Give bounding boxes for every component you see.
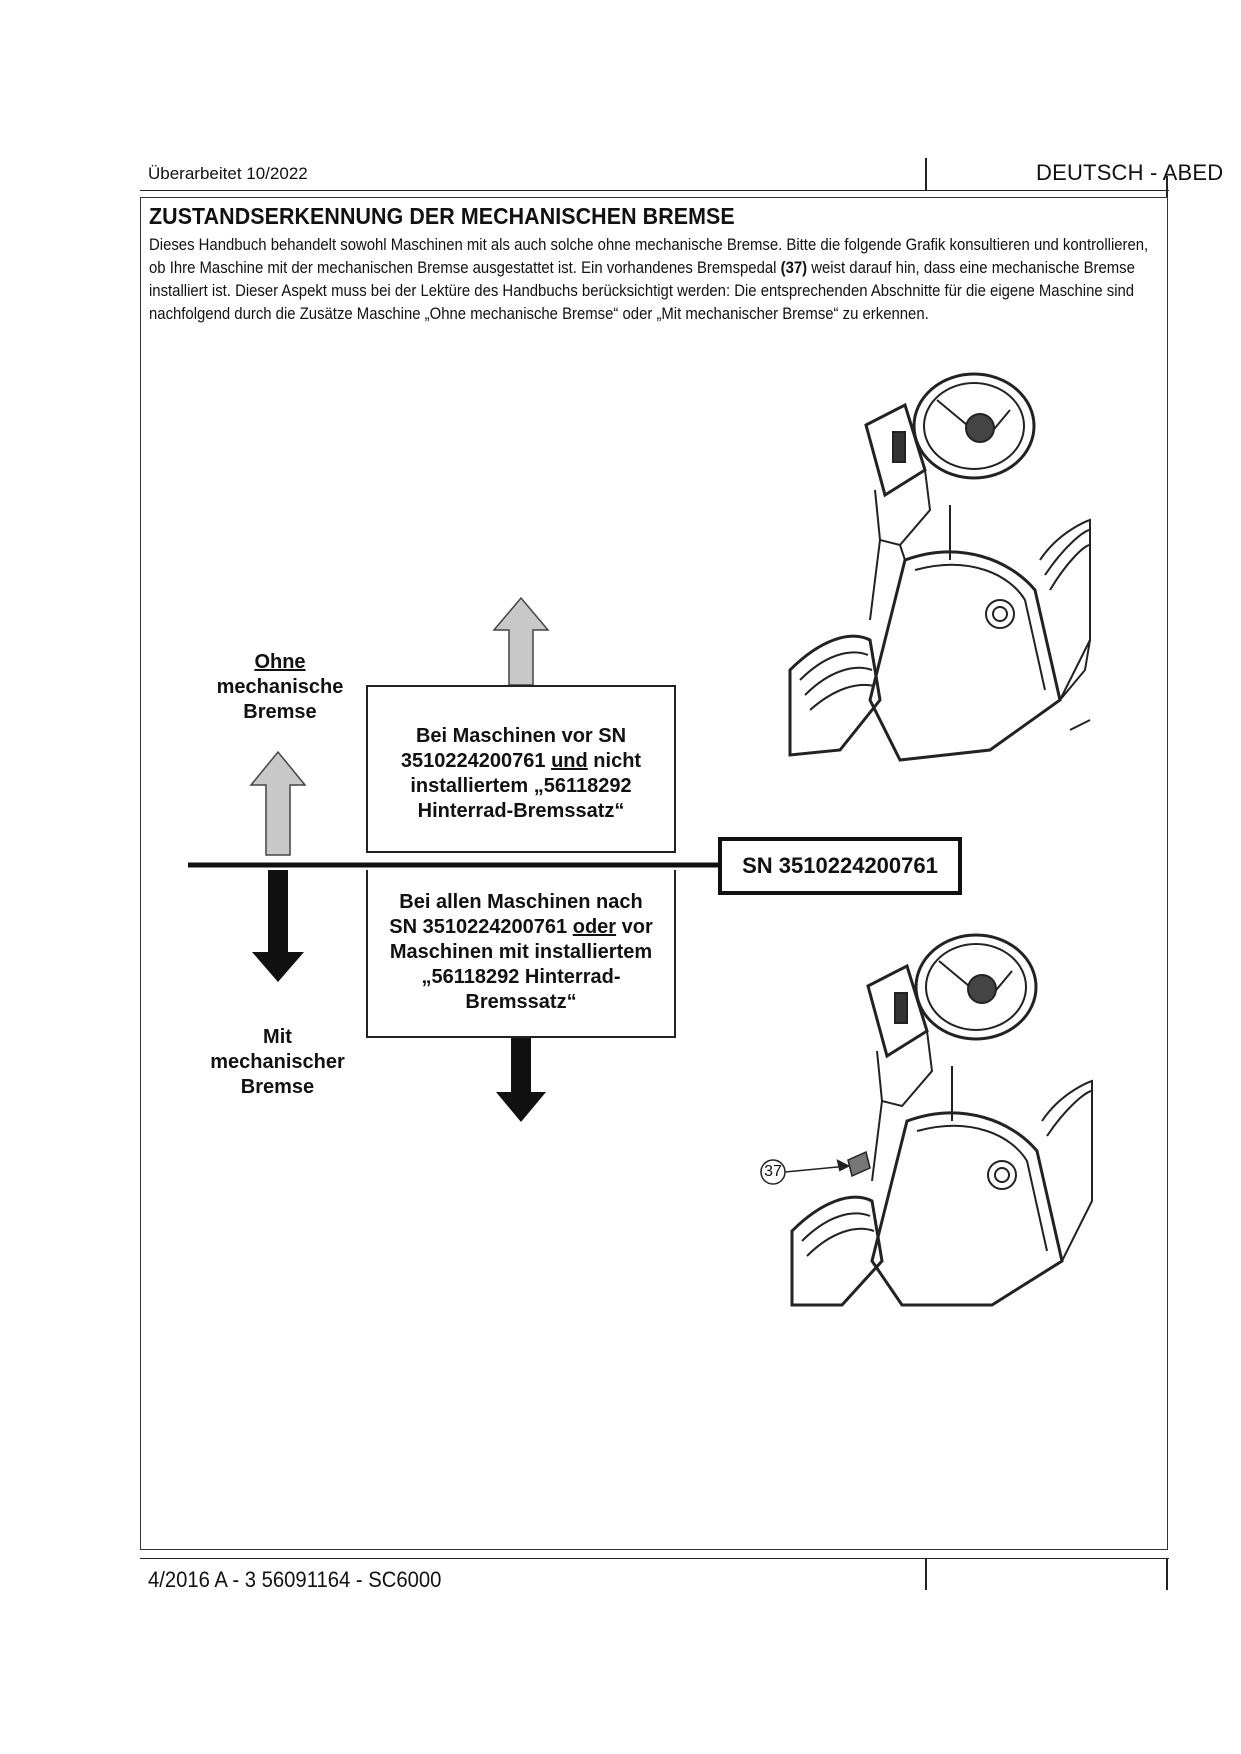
label-without-line1: Ohne (254, 651, 306, 673)
box-after-line2: SN 3510224200761 oder vor (389, 916, 653, 938)
language-code: DEUTSCH - ABED (1036, 160, 1224, 185)
header-rule (140, 190, 1169, 191)
intro-paragraph: Dieses Handbuch behandelt sowohl Maschin… (149, 234, 1161, 326)
up-arrow-left-icon (249, 750, 307, 856)
content-frame (140, 197, 1168, 1550)
label-with-line1: Mit (263, 1026, 292, 1048)
label-with-brake: Mit mechanischer Bremse (200, 1025, 355, 1100)
box-before-line2: 3510224200761 und nicht (400, 750, 642, 772)
header-divider (925, 158, 927, 190)
footer-rule (140, 1558, 1169, 1559)
box-after-serial: Bei allen Maschinen nach SN 351022420076… (366, 870, 676, 1038)
label-with-line3: Bremse (240, 1076, 315, 1098)
intro-text-2: weist darauf hin, dass eine mechanische … (149, 259, 1135, 323)
machine-drawing-with-pedal (760, 933, 1093, 1307)
label-without-line3: Bremse (243, 701, 317, 723)
box-before-serial: Bei Maschinen vor SN 3510224200761 und n… (366, 685, 676, 853)
box-before-line1: Bei Maschinen vor SN (415, 725, 627, 747)
intro-ref: (37) (780, 259, 808, 277)
footer-divider (925, 1558, 927, 1590)
footer-divider-right (1166, 1558, 1168, 1590)
pedal-callout-circle (760, 1159, 786, 1185)
down-arrow-center-icon (496, 1038, 546, 1122)
box-after-line3: Maschinen mit installiertem (389, 941, 653, 963)
document-reference: 4/2016 A - 3 56091164 - SC6000 (148, 1567, 442, 1592)
label-without-brake: Ohne mechanische Bremse (210, 650, 350, 725)
box-after-line4: „56118292 Hinterrad- (421, 966, 621, 988)
serial-number: SN 3510224200761 (742, 853, 938, 878)
revision-date: Überarbeitet 10/2022 (148, 164, 308, 183)
up-arrow-center-icon (492, 596, 550, 686)
label-without-line2: mechanische (216, 676, 344, 698)
pedal-callout-number: 37 (764, 1163, 782, 1180)
box-after-line5: Bremssatz“ (465, 991, 577, 1013)
serial-number-box: SN 3510224200761 (718, 837, 962, 895)
label-with-line2: mechanischer (210, 1051, 345, 1073)
brake-pedal-icon (847, 1150, 871, 1178)
intro-text-1: Dieses Handbuch behandelt sowohl Maschin… (149, 236, 1149, 277)
box-before-line4: Hinterrad-Bremssatz“ (417, 800, 625, 822)
header-divider-right (1166, 176, 1168, 198)
box-after-line1: Bei allen Maschinen nach (399, 891, 643, 913)
down-arrow-left-icon (252, 870, 304, 982)
box-before-line3: installiertem „56118292 (410, 775, 632, 797)
section-title: ZUSTANDSERKENNUNG DER MECHANISCHEN BREMS… (149, 203, 735, 229)
machine-drawing-without-pedal (788, 372, 1091, 762)
